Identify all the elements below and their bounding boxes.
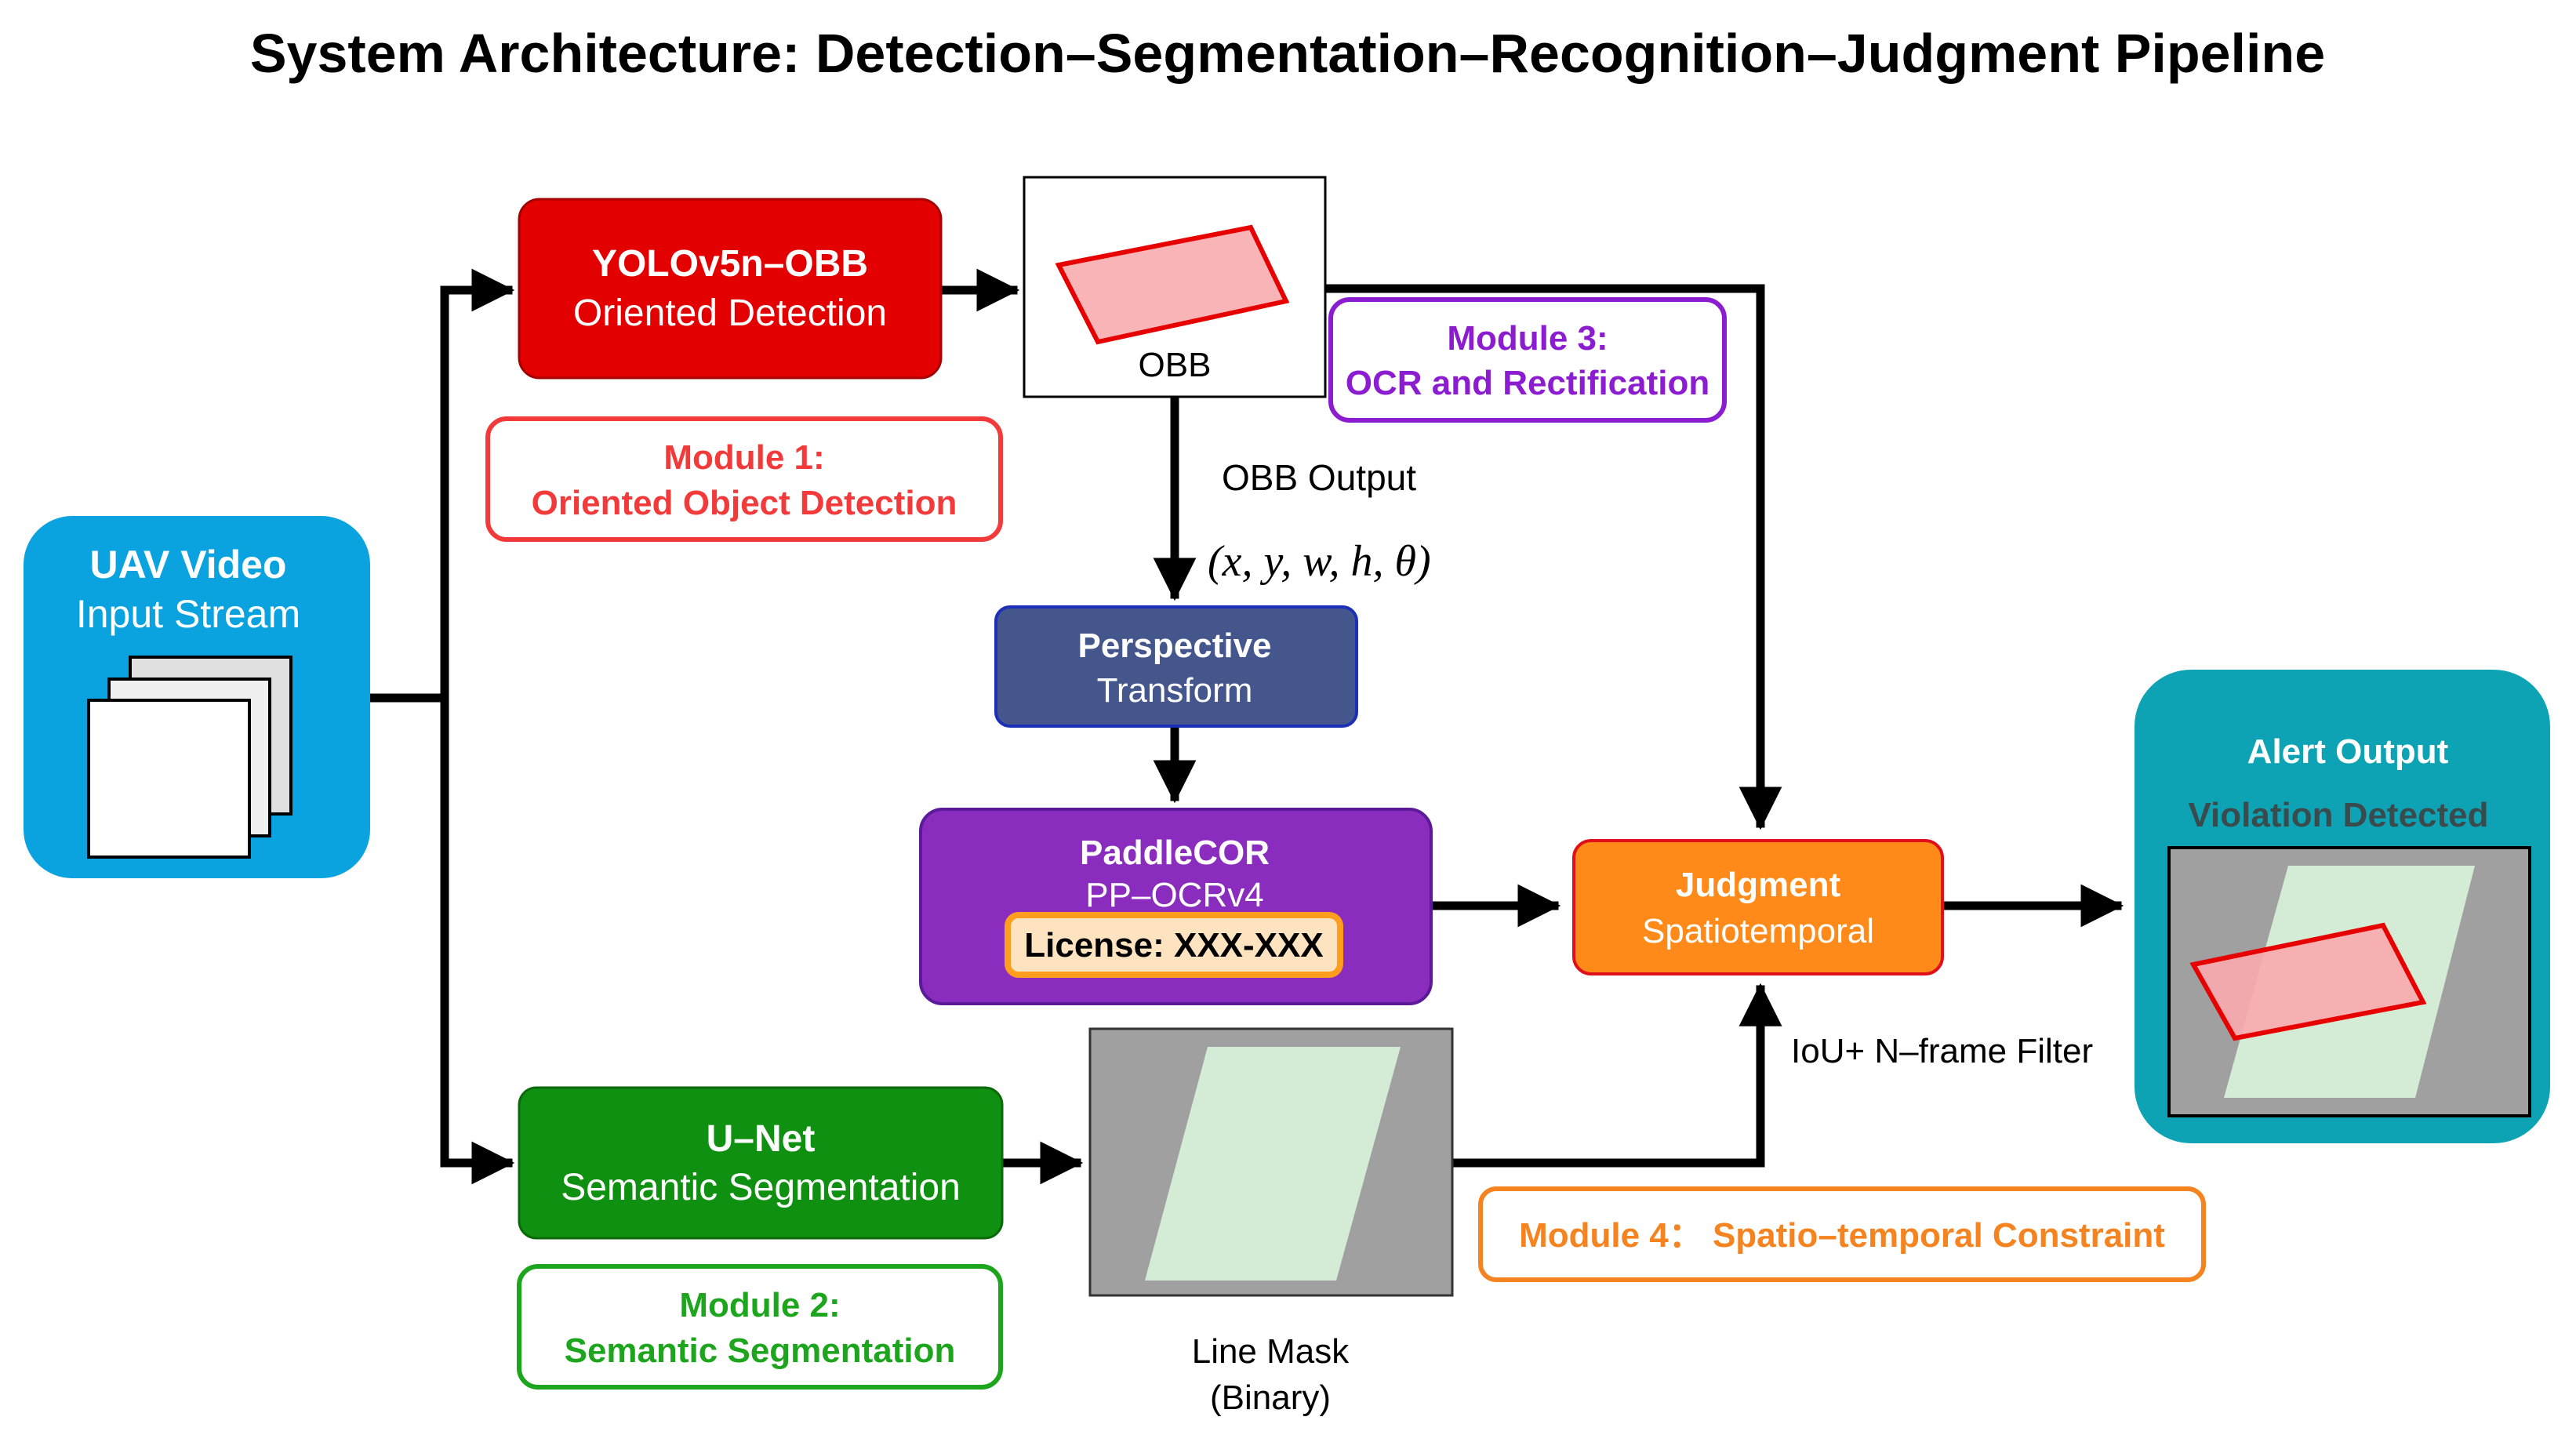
arrow-obb-to-judgment	[1322, 284, 1782, 830]
obb-output-box: OBB	[1023, 176, 1327, 398]
module1-label: Module 1: Oriented Object Detection	[485, 416, 1003, 542]
line-mask-line1: Line Mask	[1192, 1332, 1350, 1371]
arrow-mask-to-judgment	[1448, 983, 1782, 1168]
line-mask-block: Line Mask (Binary)	[1088, 1027, 1454, 1417]
license-plate-text: License: XXX-XXX	[1024, 926, 1323, 965]
module1-line2: Oriented Object Detection	[532, 484, 957, 522]
module2-label: Module 2: Semantic Segmentation	[517, 1264, 1003, 1390]
obb-output-formula: (x, y, w, h, θ)	[1208, 537, 1431, 586]
judgment-block: Judgment Spatiotemporal	[1572, 839, 1944, 975]
alert-subtitle: Violation Detected	[2188, 796, 2488, 834]
yolo-subtitle: Oriented Detection	[573, 292, 887, 334]
module4-label: Module 4： Spatio–temporal Constraint	[1478, 1186, 2206, 1282]
perspective-title: Perspective	[1077, 627, 1271, 665]
obb-label: OBB	[1139, 346, 1212, 384]
paddle-block: PaddleCOR PP–OCRv4 License: XXX-XXX	[919, 808, 1433, 1005]
module3-line1: Module 3:	[1447, 319, 1608, 358]
obb-output-label: OBB Output	[1222, 457, 1416, 498]
module3-label: Module 3: OCR and Rectification	[1328, 297, 1727, 423]
input-subtitle: Input Stream	[76, 592, 300, 636]
line-mask-shape	[1145, 1047, 1401, 1281]
alert-block: Alert Output Violation Detected	[2135, 670, 2550, 1143]
alert-title: Alert Output	[2247, 732, 2449, 771]
unet-title: U–Net	[707, 1118, 816, 1160]
module2-line2: Semantic Segmentation	[565, 1331, 956, 1370]
paddle-title: PaddleCOR	[1080, 834, 1270, 872]
diagram-title: System Architecture: Detection–Segmentat…	[250, 23, 2325, 84]
connectors	[365, 268, 2124, 1185]
module2-line1: Module 2:	[679, 1286, 840, 1324]
judgment-subtitle: Spatiotemporal	[1642, 912, 1874, 950]
video-frames-icon	[87, 656, 292, 859]
perspective-subtitle: Transform	[1097, 671, 1253, 710]
perspective-block: Perspective Transform	[994, 605, 1358, 728]
yolo-block: YOLOv5n–OBB Oriented Detection	[518, 198, 943, 380]
alert-obb-icon	[2189, 922, 2427, 1041]
module3-line2: OCR and Rectification	[1346, 364, 1710, 402]
paddle-subtitle: PP–OCRv4	[1085, 876, 1263, 914]
module4-line1: Module 4： Spatio–temporal Constraint	[1519, 1216, 2165, 1255]
unet-block: U–Net Semantic Segmentation	[518, 1086, 1004, 1240]
module1-line1: Module 1:	[663, 438, 824, 477]
input-title: UAV Video	[90, 543, 287, 587]
filter-label: IoU+ N–frame Filter	[1791, 1032, 2093, 1070]
unet-subtitle: Semantic Segmentation	[561, 1167, 961, 1208]
input-block: UAV Video Input Stream	[24, 516, 370, 878]
yolo-title: YOLOv5n–OBB	[592, 243, 868, 285]
judgment-title: Judgment	[1676, 866, 1841, 904]
obb-parallelogram-icon	[1055, 224, 1290, 345]
line-mask-line2: (Binary)	[1210, 1379, 1331, 1417]
license-plate-badge	[1005, 912, 1343, 978]
